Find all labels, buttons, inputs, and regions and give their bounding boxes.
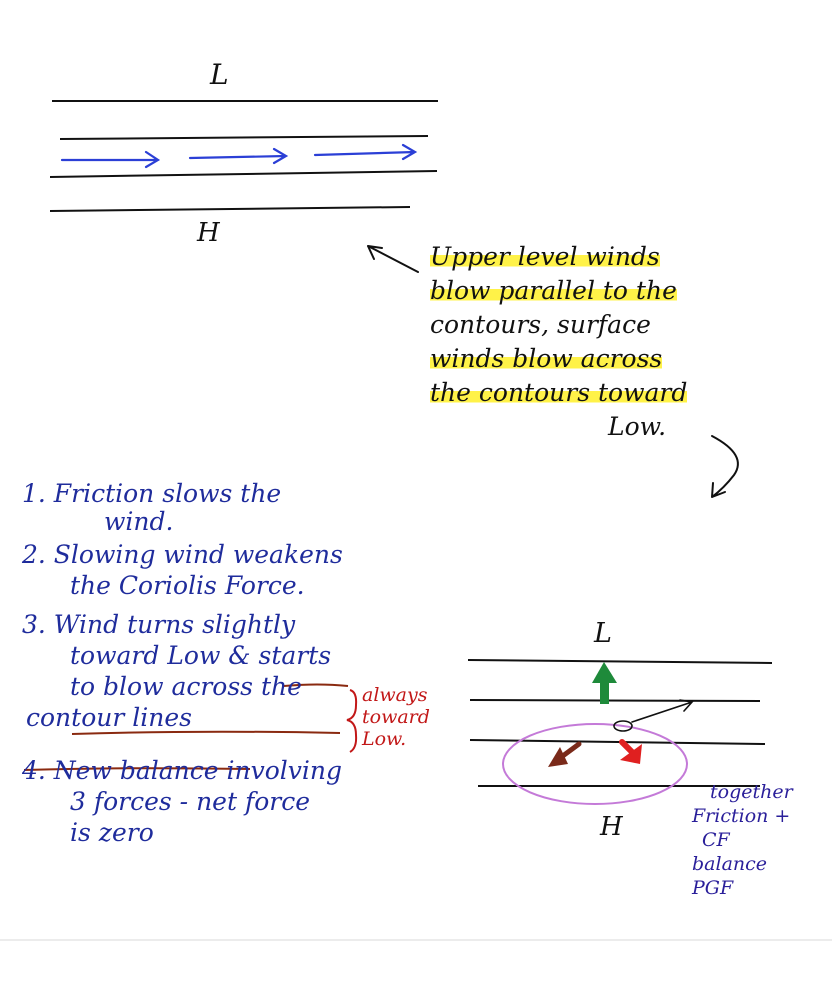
step-line: wind.: [104, 507, 174, 536]
callout-line: blow parallel to the: [430, 276, 677, 305]
force-note-line: balance: [692, 853, 768, 875]
side-note-line: Low.: [362, 728, 407, 750]
callout-line: contours, surface: [430, 310, 651, 339]
step-line: 3. Wind turns slightly: [22, 610, 296, 639]
low-pressure-label: L: [594, 618, 612, 649]
underline-starts: [283, 683, 349, 687]
steps-list: 1. Friction slows the wind. 2. Slowing w…: [22, 478, 343, 848]
contour-line: [49, 206, 411, 212]
callout-line: Upper level winds: [430, 242, 660, 271]
friction-force-arrow: [548, 741, 582, 767]
step-item: 4. New balance involving 3 forces - net …: [22, 755, 343, 848]
step-line: toward Low & starts: [70, 641, 332, 670]
step-line: to blow across the: [70, 672, 302, 701]
force-balance-ellipse: [502, 723, 688, 805]
side-note-line: always: [362, 684, 428, 706]
coriolis-force-arrow: [619, 739, 642, 764]
force-note-line: CF: [702, 829, 730, 851]
side-note-line: toward: [362, 706, 430, 728]
upper-wind-arrow: [60, 150, 161, 169]
callout-note: Upper level winds blow parallel to the c…: [430, 240, 688, 444]
force-note-line: PGF: [692, 877, 734, 899]
callout-line: the contours toward: [430, 378, 688, 407]
side-note: always toward Low.: [362, 684, 430, 750]
step-item: 1. Friction slows the wind.: [22, 478, 343, 535]
flow-arrow: [711, 435, 739, 498]
step-line: 3 forces - net force: [70, 787, 311, 816]
force-note-line: Friction +: [692, 805, 791, 827]
contour-line: [467, 659, 773, 664]
step-line: 4. New balance involving: [22, 756, 342, 785]
upper-wind-arrow: [188, 147, 289, 165]
contour-line: [469, 699, 761, 702]
step-item: 3. Wind turns slightly toward Low & star…: [22, 609, 343, 733]
upper-wind-arrow: [313, 143, 418, 161]
high-pressure-label: H: [197, 218, 220, 248]
step-line: 1. Friction slows the: [22, 479, 282, 508]
force-balance-note: together Friction + CF balance PGF: [692, 780, 793, 900]
high-pressure-label: H: [600, 812, 623, 842]
step-line: is zero: [70, 818, 154, 847]
callout-line: Low.: [608, 412, 667, 441]
underline-contour-lines: [23, 767, 251, 771]
callout-pointer-arrow: [367, 245, 419, 273]
pressure-gradient-force-arrow: [592, 662, 617, 704]
step-item: 2. Slowing wind weakens the Coriolis For…: [22, 539, 343, 601]
contour-line: [49, 170, 438, 178]
step-line: the Coriolis Force.: [70, 571, 305, 600]
force-note-line: together: [710, 781, 793, 803]
side-note-bracket: [346, 689, 358, 753]
contour-line: [59, 135, 429, 140]
step-line: 2. Slowing wind weakens: [22, 540, 343, 569]
callout-line: winds blow across: [430, 344, 663, 373]
step-line: contour lines: [26, 703, 192, 732]
low-pressure-label: L: [210, 58, 229, 91]
underline-across-contours: [71, 730, 341, 735]
surface-wind-arrow: [613, 699, 694, 732]
